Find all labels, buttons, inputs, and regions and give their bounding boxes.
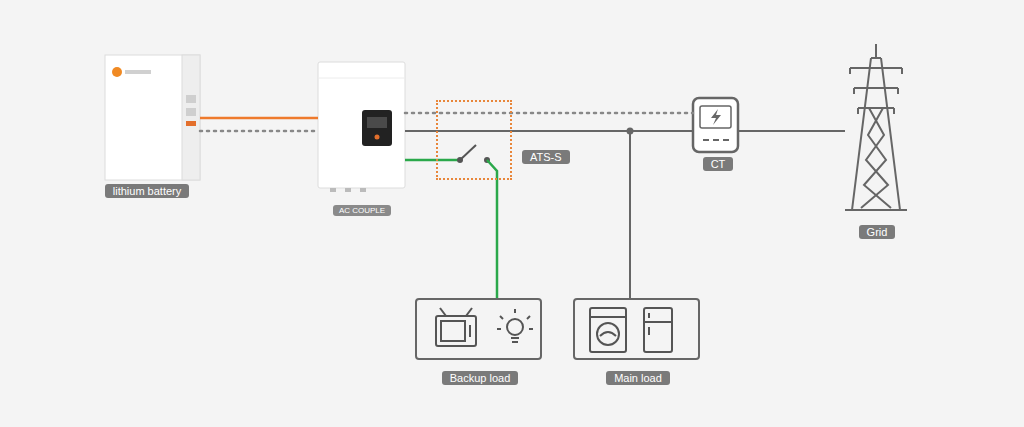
part-label: ATS-S <box>522 150 570 164</box>
wire-connector <box>200 117 318 120</box>
wire-connector <box>200 130 318 133</box>
part-label: CT <box>703 157 734 171</box>
battery-node: lithium battery <box>105 55 200 180</box>
washer-and-fridge-icons <box>590 308 672 352</box>
part-label: AC COUPLE <box>333 205 391 216</box>
wire-connector <box>512 131 630 298</box>
inverter-unit <box>318 62 405 192</box>
wire-connector <box>405 159 436 162</box>
load-box: Backup load <box>415 298 542 360</box>
part-label: Main load <box>606 371 670 385</box>
load-box: Main load <box>573 298 700 360</box>
inverter-node: AC COUPLE <box>318 62 405 188</box>
meter-icon <box>693 98 738 152</box>
wire-connector <box>738 130 845 132</box>
meter-node: CT <box>693 98 738 152</box>
battery-unit <box>105 55 200 180</box>
wire-connector <box>496 180 499 298</box>
tv-and-bulb-icons <box>436 308 533 346</box>
transfer-switch <box>436 131 512 180</box>
part-label: Backup load <box>442 371 519 385</box>
transmission-tower <box>845 44 907 210</box>
ats-node: ATS-S <box>436 100 512 180</box>
part-label: Grid <box>859 225 896 239</box>
part-label: lithium battery <box>105 184 189 198</box>
wire-connector <box>405 130 436 132</box>
grid-node: Grid <box>845 42 907 212</box>
wire-connector <box>405 112 693 115</box>
